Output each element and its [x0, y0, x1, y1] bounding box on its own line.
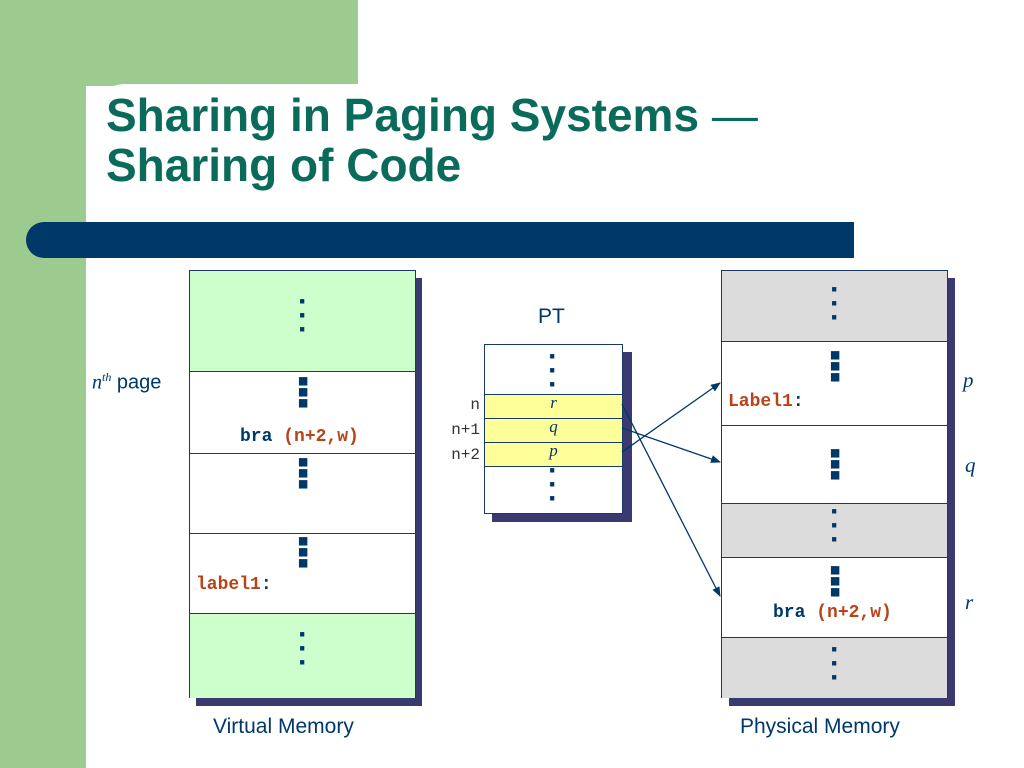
vertical-ellipsis-icon: · · · [830, 633, 840, 694]
vm-label-colon: : [260, 575, 272, 595]
pm-instruction-operand: (n+2,w) [816, 603, 892, 623]
nth-page-label: nth page [92, 370, 161, 395]
page-title: Sharing in Paging Systems — Sharing of C… [106, 90, 758, 190]
pt-index-label: n+2 [451, 446, 480, 464]
vm-block-bottom [190, 613, 415, 698]
pm-frame-p [722, 341, 947, 425]
pt-entry: r [550, 393, 557, 412]
pt-row-n1 [485, 418, 622, 442]
pm-instruction: bra (n+2,w) [773, 603, 892, 623]
pm-block-gap [722, 503, 947, 557]
pt-index-label: n+1 [451, 421, 480, 439]
title-dash: — [711, 89, 758, 141]
pm-instruction-op: bra [773, 603, 806, 623]
vm-block-top [190, 271, 415, 371]
frame-label-p: p [963, 368, 974, 392]
pm-block-bottom [722, 637, 947, 698]
nth-page-n: n [92, 371, 102, 394]
pm-frame-q [722, 425, 947, 503]
arrow-icon [621, 382, 721, 453]
vm-instruction: bra (n+2,w) [240, 427, 359, 447]
vertical-ellipsis-icon: · · · [830, 495, 840, 556]
pt-row-n2 [485, 442, 622, 466]
pt-entry: q [549, 417, 558, 436]
pm-label-name: Label1 [728, 392, 793, 412]
physical-memory-caption: Physical Memory [740, 715, 900, 738]
vm-label: label1: [196, 575, 272, 595]
frame-label-q: q [965, 453, 976, 477]
pt-row-n [485, 394, 622, 418]
vm-block-label [190, 533, 415, 613]
vertical-ellipsis-icon: · · · [298, 618, 308, 679]
title-line1: Sharing in Paging Systems [106, 89, 700, 141]
title-line2: Sharing of Code [106, 139, 462, 191]
vm-block-nth-page [190, 371, 415, 453]
pm-frame-r [722, 557, 947, 637]
frame-label-r: r [965, 590, 974, 614]
page-table-box [484, 344, 623, 514]
page-table-caption: PT [538, 305, 565, 328]
vertical-ellipsis-icon: · · · [548, 454, 558, 515]
pt-entry: p [549, 441, 558, 460]
virtual-memory-box [189, 270, 416, 698]
vertical-ellipsis-icon: · · · [298, 285, 308, 346]
arrow-icon [621, 427, 721, 463]
vm-instruction-op: bra [240, 427, 273, 447]
pm-label: Label1: [728, 392, 804, 412]
nth-page-sup: th [102, 370, 112, 384]
vm-instruction-operand: (n+2,w) [283, 427, 359, 447]
vertical-ellipsis-icon: · · · [830, 273, 840, 334]
pt-index-label: n [470, 396, 480, 414]
top-accent-strip [86, 0, 358, 86]
vm-block-middle [190, 453, 415, 533]
virtual-memory-caption: Virtual Memory [213, 715, 354, 738]
vertical-ellipsis-icon: · · · [548, 340, 558, 401]
arrow-icon [621, 403, 721, 597]
pm-label-colon: : [792, 392, 804, 412]
pt-block-bottom [485, 466, 622, 514]
nth-page-word: page [116, 371, 162, 394]
vm-label-name: label1 [196, 575, 261, 595]
physical-memory-box [721, 270, 948, 698]
pm-block-top [722, 271, 947, 341]
title-divider-bar [26, 222, 854, 258]
side-accent-strip [0, 0, 86, 768]
